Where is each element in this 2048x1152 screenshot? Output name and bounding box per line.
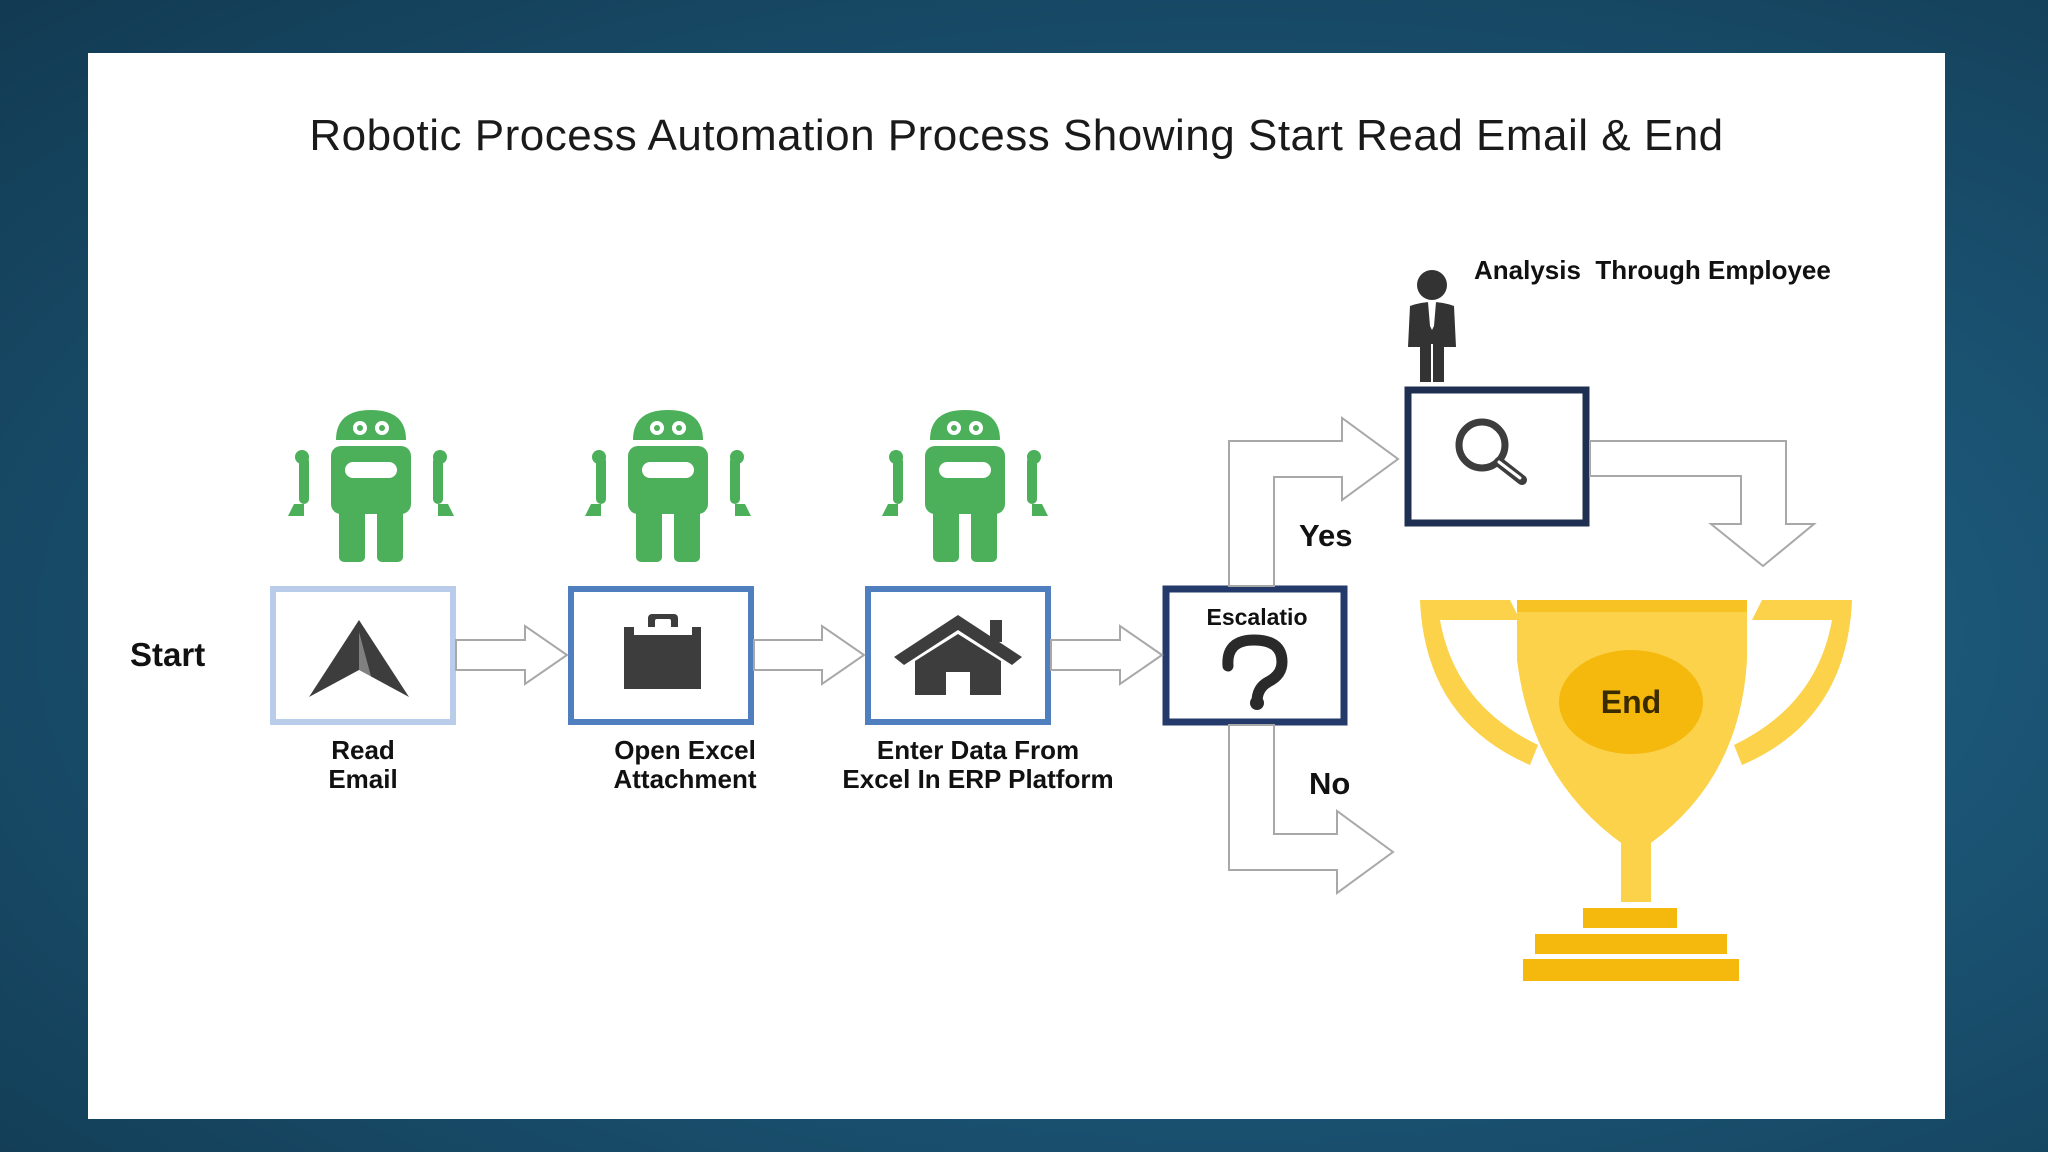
no-label: No (1309, 766, 1351, 801)
analysis-label: Analysis Through Employee (1474, 255, 1831, 285)
employee-icon (1408, 270, 1456, 382)
enter-data-caption: Enter Data From Excel In ERP Platform (808, 736, 1148, 794)
caption-line: Email (328, 764, 398, 794)
read-email-box (270, 586, 456, 725)
robot-icon (882, 410, 1048, 562)
yes-branch-arrow (1228, 416, 1400, 587)
caption-line: Enter Data From (876, 735, 1080, 765)
clipboard-icon (624, 614, 701, 689)
analysis-box (1404, 386, 1590, 527)
question-mark-icon (1222, 634, 1288, 710)
trophy-icon (1420, 600, 1852, 981)
escalation-label: Escalatio (1206, 604, 1308, 630)
robot-icon (288, 410, 454, 562)
caption-line: Attachment (613, 764, 757, 794)
no-branch-arrow (1228, 724, 1395, 895)
caption-line: Excel In ERP Platform (842, 764, 1114, 794)
magnifier-icon (1455, 418, 1527, 485)
flow-arrow (753, 624, 866, 686)
read-email-caption: Read Email (263, 736, 463, 794)
open-excel-caption: Open Excel Attachment (555, 736, 815, 794)
yes-label: Yes (1299, 518, 1353, 553)
caption-line: Open Excel (614, 735, 756, 765)
end-label: End (1600, 684, 1662, 720)
start-label: Start (130, 636, 206, 673)
navigation-arrow-icon (309, 620, 409, 697)
page-title: Robotic Process Automation Process Showi… (309, 111, 1724, 160)
house-icon (894, 615, 1022, 695)
flow-arrow (455, 624, 569, 686)
caption-line: Read (331, 735, 395, 765)
end-badge (1559, 650, 1703, 754)
analysis-to-end-arrow (1589, 440, 1817, 568)
robot-icon (585, 410, 751, 562)
flow-arrow (1050, 624, 1164, 686)
